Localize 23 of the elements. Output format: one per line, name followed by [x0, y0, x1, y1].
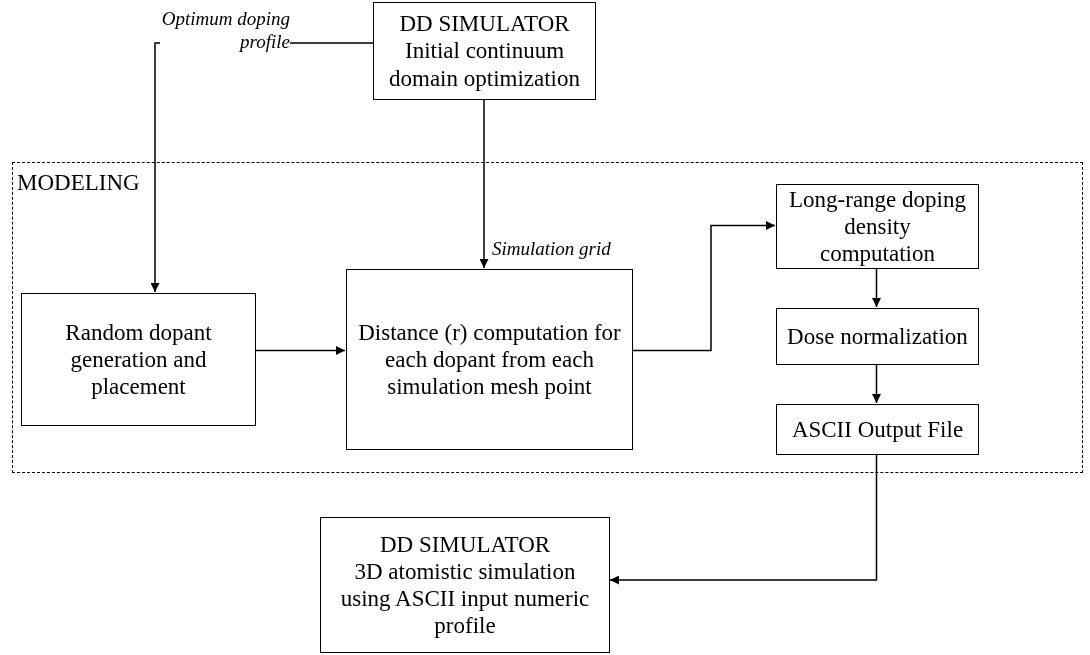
- box-text: Distance (r) computation for each dopant from each simulation mesh point: [357, 318, 622, 401]
- process-box: [21, 293, 256, 426]
- process-box: [346, 269, 633, 450]
- box-text: 3D atomistic simulation using ASCII input numeric profile: [339, 557, 591, 640]
- box-heading: DD SIMULATOR: [399, 10, 570, 38]
- arrow: [254, 346, 346, 355]
- arrow: [872, 363, 881, 404]
- arrow: [872, 267, 881, 308]
- box-text: Random dopant generation and placement: [64, 318, 213, 401]
- process-box: [320, 517, 610, 653]
- arrow: [479, 99, 489, 269]
- dashed-group-frame: [12, 162, 1083, 473]
- box-heading: DD SIMULATOR: [379, 530, 551, 558]
- process-box: [776, 404, 979, 455]
- arrow: [631, 221, 776, 352]
- group-title: MODELING: [17, 169, 140, 197]
- arrow: [609, 453, 878, 585]
- box-text: Initial continuum domain optimization: [388, 37, 581, 92]
- process-box: [776, 308, 979, 365]
- process-box: [373, 2, 596, 100]
- box-text: ASCII Output File: [791, 415, 964, 444]
- box-text: Long-range doping density computation: [788, 185, 967, 268]
- box-text: Dose normalization: [787, 322, 968, 351]
